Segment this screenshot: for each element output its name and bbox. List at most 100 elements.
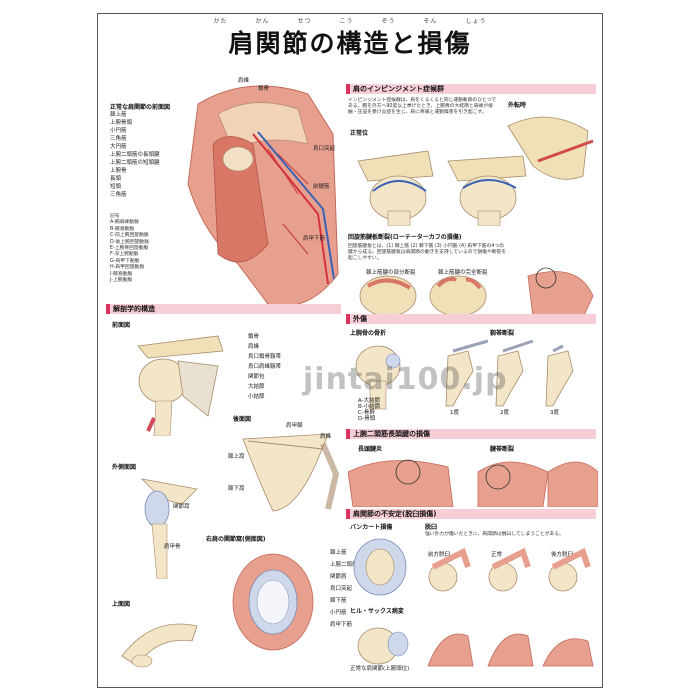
legend-item: B-腋窩動脈 xyxy=(110,226,135,232)
anat-label: 棘上窩 xyxy=(228,454,245,460)
anat-label: 小円筋 xyxy=(330,610,347,616)
front-label: 前鋸筋 xyxy=(313,184,330,190)
grade-label: 3度 xyxy=(550,410,559,416)
legend-item: C-前上腕回旋動脈 xyxy=(110,233,149,239)
trauma-label: C-骨幹 xyxy=(358,410,375,416)
anat-label: 肩甲骨 xyxy=(164,544,181,550)
anat-label: 関節包 xyxy=(248,374,265,380)
back-view-title: 後面図 xyxy=(233,416,252,423)
anat-label: 棘上筋 xyxy=(330,550,347,556)
dislocation-title: 脱臼 xyxy=(425,524,438,531)
anatomy-front-illustration xyxy=(137,335,224,436)
anat-label: 大結節 xyxy=(248,384,265,390)
anat-label: 肩甲棘 xyxy=(286,423,303,429)
legend-item: G-肩甲下動脈 xyxy=(110,258,140,264)
glenoid-view-title: 右肩の関節窩(側面図) xyxy=(206,536,266,543)
anat-label: 関節窩 xyxy=(173,504,190,510)
artery-legend: 記号 A-胸肩峰動脈 B-腋窩動脈 C-前上腕回旋動脈 D-後上腕回旋動脈 E-… xyxy=(110,214,149,284)
anat-label: 烏口突起 xyxy=(330,586,353,592)
tendon-rupture-title: 腱帯断裂 xyxy=(490,446,515,453)
front-label: 上腕骨 xyxy=(110,168,127,174)
front-view-title: 前面図 xyxy=(112,322,131,329)
abduction-label: 外転時 xyxy=(508,102,527,109)
trauma-illustration xyxy=(355,339,574,410)
anatomy-header: 解剖学的構造 xyxy=(106,304,341,314)
anat-label: 烏口肩峰靱帯 xyxy=(248,364,282,370)
legend-item: F-深上腕動脈 xyxy=(110,252,139,258)
biceps-header: 上腕二頭筋長頭腱の損傷 xyxy=(346,429,596,439)
trauma-label: D-骨頭 xyxy=(358,416,376,422)
lateral-view-title: 外側面図 xyxy=(112,464,137,471)
anat-label: 肩甲下筋 xyxy=(330,622,353,628)
position-label: 前方脱臼 xyxy=(428,552,451,558)
trauma-header: 外傷 xyxy=(346,314,596,324)
anatomy-top-illustration xyxy=(121,623,198,668)
anat-label: 肩峰 xyxy=(320,434,332,440)
anat-label: 肩峰 xyxy=(248,344,260,350)
position-label: 正常 xyxy=(491,552,503,558)
grade-label: 2度 xyxy=(500,410,509,416)
rotator-cuff-illustration xyxy=(359,267,594,318)
front-label: 烏口突起 xyxy=(313,146,336,152)
anat-label: 棘下窩 xyxy=(228,486,245,492)
front-label: 小円筋 xyxy=(110,128,127,134)
legend-item: D-後上腕回旋動脈 xyxy=(110,239,150,245)
anat-label: 関節唇 xyxy=(330,574,347,580)
poster-title: 肩関節の構造と損傷 xyxy=(228,29,472,58)
rotator-cuff-text: 回旋筋腱板とは、(1) 棘上筋 (2) 棘下筋 (3) 小円筋 (4) 肩甲下筋… xyxy=(348,244,507,261)
biceps-illustration xyxy=(348,459,598,507)
normal-position-caption: 正常な肩関節(上腕頭位) xyxy=(350,666,410,672)
legend-item: I-腋窩動脈 xyxy=(110,271,133,277)
legend-item: H-肩甲回旋動脈 xyxy=(110,265,145,271)
dislocation-text: 強い外力が働いたときに、肩関節は脱臼してしまうことがある。 xyxy=(425,532,564,537)
complete-tear-label: 棘上筋腱の完全断裂 xyxy=(438,270,488,276)
title-furigana: かた かん せつ こう ぞう そん しょう xyxy=(98,16,602,25)
normal-front-subtitle: 正常な肩関節の前面図 xyxy=(110,104,171,111)
instability-illustration xyxy=(353,538,591,596)
grade-label: 1度 xyxy=(450,410,459,416)
impingement-illustration xyxy=(357,116,594,226)
front-label: 短頭 xyxy=(110,184,122,190)
furigana: こう xyxy=(339,18,354,25)
tendinitis-title: 長頭腱炎 xyxy=(358,446,383,453)
anat-label: 鎖骨 xyxy=(248,334,260,340)
front-label: 肩甲下筋 xyxy=(303,236,326,242)
front-label: 上腕骨頭 xyxy=(110,120,133,126)
watermark: jintai100.jp xyxy=(303,362,508,397)
humerus-fracture-title: 上腕骨の骨折 xyxy=(350,330,387,337)
impingement-header: 肩のインピンジメント症候群 xyxy=(346,84,596,94)
furigana: せつ xyxy=(297,18,312,25)
ligament-tear-title: 靱帯断裂 xyxy=(490,330,515,337)
front-label: 三角筋 xyxy=(110,192,127,198)
front-label: 大円筋 xyxy=(110,144,127,150)
front-label: 肩峰 xyxy=(238,78,250,84)
top-view-title: 上面図 xyxy=(112,601,131,608)
furigana: かた xyxy=(213,18,228,25)
furigana: ぞう xyxy=(381,18,396,25)
legend-item: 記号 xyxy=(110,214,120,219)
front-label: 鎖骨 xyxy=(258,86,270,92)
furigana: かん xyxy=(255,18,270,25)
front-label: 上腕二頭筋の短頭腱 xyxy=(110,160,160,166)
anat-label: 烏口鎖骨靱帯 xyxy=(248,354,282,360)
hill-sachs-title: ヒル・サックス病変 xyxy=(350,608,404,615)
poster-title-block: かた かん せつ こう ぞう そん しょう 肩関節の構造と損傷 xyxy=(98,16,602,60)
position-label: 後方脱臼 xyxy=(551,552,574,558)
anat-label: 棘下筋 xyxy=(330,598,347,604)
hill-sachs-illustration xyxy=(357,627,594,667)
trauma-label: B-小結節 xyxy=(358,404,381,410)
furigana: そん xyxy=(423,18,438,25)
bankart-title: バンカート損傷 xyxy=(350,524,393,531)
shoulder-front-illustration xyxy=(187,85,339,307)
instability-header: 肩関節の不安定(脱臼損傷) xyxy=(346,509,596,519)
front-label: 棘上筋 xyxy=(110,112,127,118)
front-label: 長頭 xyxy=(110,176,122,182)
legend-item: E-上腕骨回旋動脈 xyxy=(110,246,149,252)
glenoid-illustration xyxy=(232,553,314,651)
front-label: 三角筋 xyxy=(110,136,127,142)
legend-item: A-胸肩峰動脈 xyxy=(110,220,139,226)
legend-item: J-上腕動脈 xyxy=(110,278,133,284)
normal-position-label: 正常位 xyxy=(350,130,369,137)
front-label: 上腕二頭筋の長頭腱 xyxy=(110,152,160,158)
furigana: しょう xyxy=(465,18,487,25)
